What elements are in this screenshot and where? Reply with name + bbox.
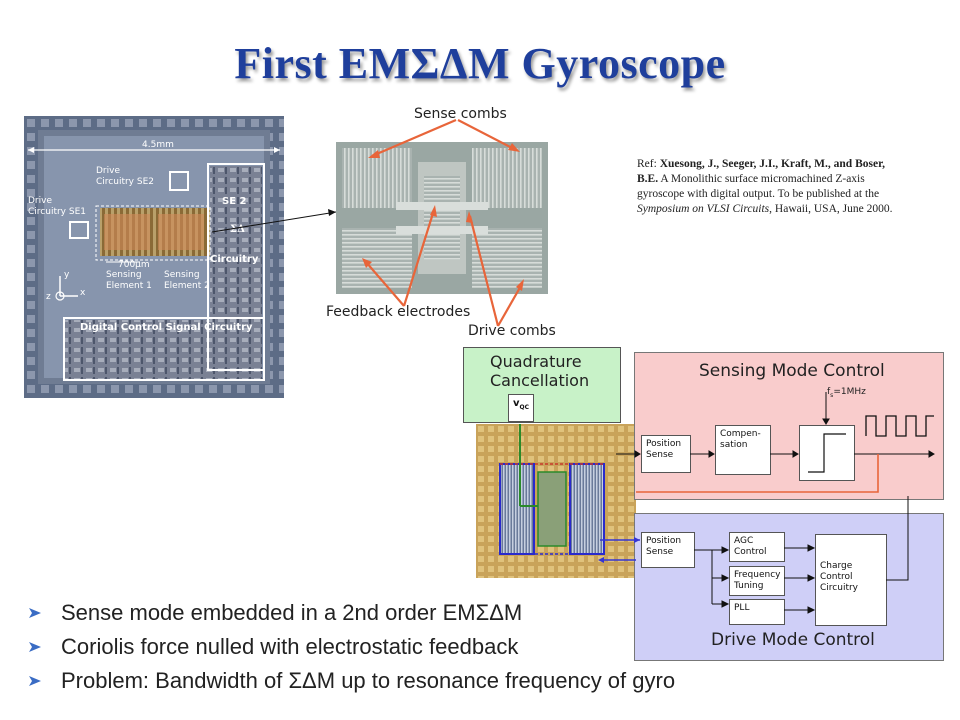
drive-se2-label: Drive Circuitry SE2	[96, 166, 154, 187]
clock-subscript: s	[830, 391, 834, 399]
reference-venue: Symposium on VLSI Circuits	[637, 203, 770, 215]
bullet-item: Sense mode embedded in a 2nd order EMΣΔM	[28, 596, 675, 630]
drive-combs-label: Drive combs	[468, 323, 556, 339]
chip-dimension-label: 4.5mm	[142, 140, 174, 150]
frequency-tuning-box: Frequency Tuning	[729, 566, 785, 596]
charge-control-box: Charge Control Circuitry	[815, 534, 887, 626]
bullet-text: Sense mode embedded in a 2nd order EMΣΔM	[61, 600, 523, 625]
vqc-subscript: QC	[519, 404, 530, 411]
axis-z-label: z	[46, 292, 51, 302]
drive-mode-panel: Position Sense AGC Control Frequency Tun…	[634, 513, 944, 661]
reference-text: Ref: Xuesong, J., Seeger, J.I., Kraft, M…	[637, 157, 902, 217]
circuitry-label: Circuitry	[210, 254, 259, 265]
axis-x-label: x	[80, 288, 86, 298]
sensing-element-2-label: Sensing Element 2	[164, 270, 210, 291]
bullet-text: Coriolis force nulled with electrostatic…	[61, 634, 519, 659]
bullet-item: Problem: Bandwidth of ΣΔM up to resonanc…	[28, 664, 675, 698]
sensing-mode-panel: Sensing Mode Control fs=1MHz Position Se…	[634, 352, 944, 500]
bullet-list: Sense mode embedded in a 2nd order EMΣΔM…	[28, 596, 675, 698]
clock-value: =1MHz	[833, 387, 866, 397]
feedback-electrodes-label: Feedback electrodes	[326, 304, 471, 320]
agc-box: AGC Control	[729, 532, 785, 562]
clock-label: fs=1MHz	[827, 387, 866, 399]
reference-authors: Xuesong, J., Seeger, J.I., Kraft, M., an…	[637, 158, 885, 185]
chip-photo	[24, 116, 284, 398]
bullet-arrow-icon	[29, 676, 41, 686]
slide-title: First EMΣΔM Gyroscope	[234, 39, 726, 88]
comparator-box	[799, 425, 855, 481]
vqc-label: v	[513, 398, 520, 409]
comparator-icon	[808, 433, 846, 473]
clock-f: f	[827, 387, 831, 397]
vqc-box: vQC	[508, 394, 534, 422]
chip-micrograph: 4.5mm Drive Circuitry SE2 Drive Circuitr…	[24, 116, 284, 398]
reference-text-2: , Hawaii, USA, June 2000.	[769, 203, 893, 215]
se2-label: SE 2	[222, 196, 247, 207]
digital-control-label: Digital Control Signal Circuitry	[80, 322, 253, 333]
drive-mode-title: Drive Mode Control	[711, 630, 875, 650]
sensing-mode-title: Sensing Mode Control	[699, 361, 885, 381]
reference-text-1: A Monolithic surface micromachined Z-axi…	[637, 173, 880, 200]
reference-prefix: Ref:	[637, 158, 660, 170]
sense-combs-label: Sense combs	[414, 106, 507, 122]
sigma-delta-label: ΣΔ	[230, 224, 245, 235]
drive-se1-label: Drive Circuitry SE1	[28, 196, 86, 217]
sensing-element-1-label: Sensing Element 1	[106, 270, 152, 291]
bullet-arrow-icon	[29, 608, 41, 618]
drive-position-box: Position Sense	[641, 532, 695, 568]
gyro-micrograph	[336, 142, 548, 294]
sense-position-box: Position Sense	[641, 435, 691, 473]
compensation-box: Compen- sation	[715, 425, 771, 475]
bullet-arrow-icon	[29, 642, 41, 652]
axis-y-label: y	[64, 270, 70, 280]
gyro-layout-photo	[476, 424, 636, 578]
bullet-item: Coriolis force nulled with electrostatic…	[28, 630, 675, 664]
quadrature-title: Quadrature Cancellation	[490, 352, 590, 390]
quadrature-box: Quadrature Cancellation vQC	[463, 347, 621, 423]
pll-box: PLL	[729, 599, 785, 625]
bullet-text: Problem: Bandwidth of ΣΔM up to resonanc…	[61, 668, 676, 693]
size-700um-label: 700μm	[118, 260, 150, 270]
